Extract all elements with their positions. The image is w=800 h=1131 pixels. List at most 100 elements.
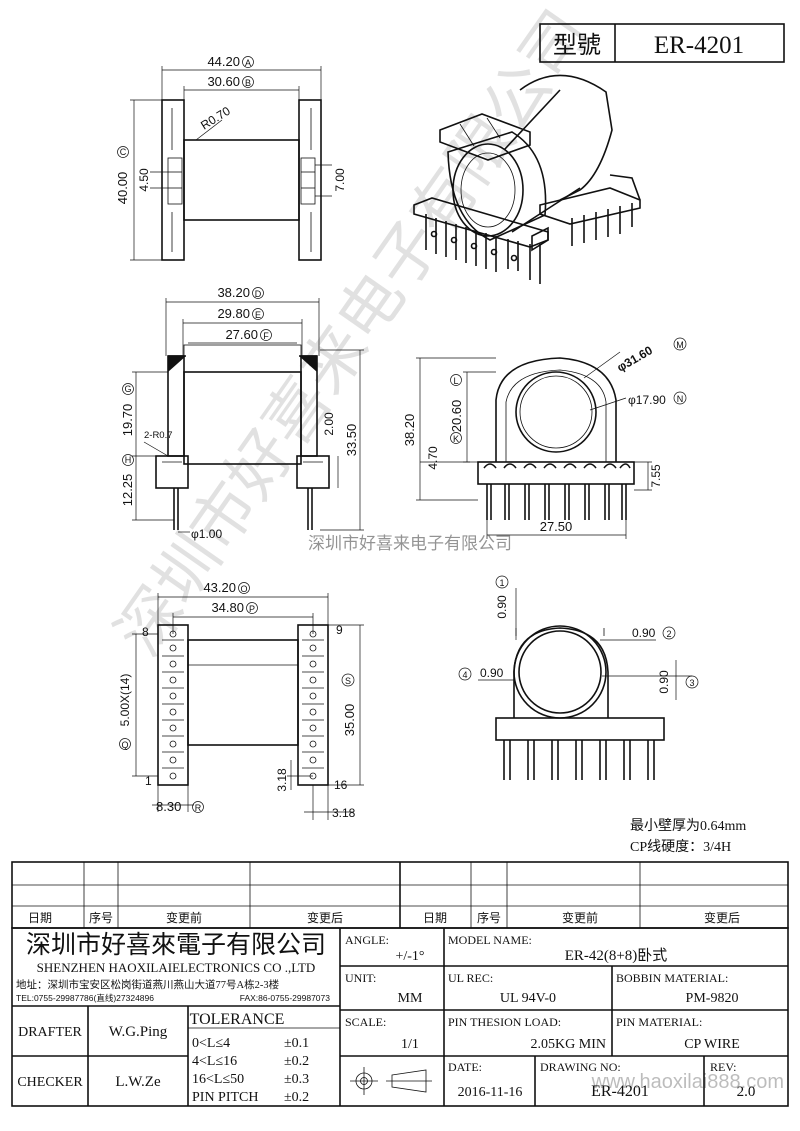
marker-a: A xyxy=(245,58,251,68)
dim-7-00: 7.00 xyxy=(333,168,347,192)
pin-16-label: 16 xyxy=(334,778,348,792)
dim-38-20: 38.20 xyxy=(217,285,250,300)
dim-35-00: 35.00 xyxy=(342,704,357,737)
rev-header-after-1: 变更后 xyxy=(307,910,343,925)
dim-8-30: 8.30 xyxy=(156,799,181,814)
marker-d: D xyxy=(255,289,262,299)
company-address: 地址：深圳市宝安区松岗街道燕川燕山大道77号A栋2-3楼 xyxy=(16,978,280,991)
pin-load-label: PIN THESION LOAD: xyxy=(448,1015,561,1029)
view-side: L 38.20 20.60 K 4.70 φ31.60 M φ17.90 N 7… xyxy=(402,337,687,539)
marker-p: P xyxy=(249,604,255,614)
dim-3-18-a: 3.18 xyxy=(275,768,289,792)
date-value: 2016-11-16 xyxy=(458,1085,523,1100)
tol-range-2: 4<L≤16 xyxy=(192,1054,237,1069)
dim-27-60: 27.60 xyxy=(225,327,258,342)
marker-n: N xyxy=(677,394,684,404)
dim-33-50: 33.50 xyxy=(344,424,359,457)
marker-h: H xyxy=(125,455,132,465)
tol-range-3: 16<L≤50 xyxy=(192,1072,244,1087)
drafter-name: W.G.Ping xyxy=(109,1024,168,1040)
view-wall: 1 0.90 0.90 2 4 0.90 0.90 3 xyxy=(458,575,699,780)
marker-s: S xyxy=(345,676,351,686)
drawing-value: ER-4201 xyxy=(591,1083,649,1100)
marker-e: E xyxy=(255,310,261,320)
rev-header-no-2: 序号 xyxy=(477,910,501,925)
marker-l: L xyxy=(453,376,458,386)
company-fax: FAX:86-0755-29987073 xyxy=(240,993,331,1003)
dim-2-00: 2.00 xyxy=(322,412,336,436)
dim-43-20: 43.20 xyxy=(203,580,236,595)
company-cn: 深圳市好喜來電子有限公司 xyxy=(26,931,326,959)
dim-29-80: 29.80 xyxy=(217,306,250,321)
model-label: MODEL NAME: xyxy=(448,933,532,947)
marker-circle-3: 3 xyxy=(689,678,694,688)
dim-27-50: 27.50 xyxy=(540,519,573,534)
pin-mat-value: CP WIRE xyxy=(684,1037,740,1052)
rev-header-date-2: 日期 xyxy=(423,911,447,925)
rev-header-after-2: 变更后 xyxy=(704,910,740,925)
view-top: 44.20 A 30.60 B R0.70 40.00 C 4.50 7.00 xyxy=(115,54,347,261)
dim-7-55: 7.55 xyxy=(649,464,663,488)
drawing-label: DRAWING NO: xyxy=(540,1060,621,1074)
dim-4-70: 4.70 xyxy=(426,446,440,470)
marker-q: Q xyxy=(121,740,128,750)
tol-val-3: ±0.3 xyxy=(284,1072,309,1087)
projection-symbol xyxy=(350,1067,432,1095)
pin-8-label: 8 xyxy=(142,625,149,639)
dim-3-18-b: 3.18 xyxy=(332,806,356,820)
bobbin-label: BOBBIN MATERIAL: xyxy=(616,971,728,985)
angle-label: ANGLE: xyxy=(345,933,389,947)
title-block: 深圳市好喜來電子有限公司 SHENZHEN HAOXILAIELECTRONIC… xyxy=(11,927,789,1107)
rev-header-before-2: 变更前 xyxy=(562,910,598,925)
header-model-value: ER-4201 xyxy=(654,32,744,59)
dim-12-25: 12.25 xyxy=(120,474,135,507)
pin-load-value: 2.05KG MIN xyxy=(531,1037,606,1052)
dim-20-60: 20.60 xyxy=(449,400,464,433)
dim-r0-70: R0.70 xyxy=(198,104,233,133)
tol-val-1: ±0.1 xyxy=(284,1036,309,1051)
view-front: 38.20 D 29.80 E 27.60 F G 19.70 2-R0.7 H… xyxy=(120,285,364,541)
website-watermark: www.haoxilai888.com xyxy=(591,1071,784,1093)
dim-pitch: 5.00X(14) xyxy=(118,674,132,727)
dim-0-90-b: 0.90 xyxy=(632,626,656,640)
revision-table: 日期 序号 变更前 变更后 日期 序号 变更前 变更后 xyxy=(11,861,789,929)
dim-40-00: 40.00 xyxy=(115,172,130,205)
checker-label: CHECKER xyxy=(17,1075,83,1090)
checker-name: L.W.Ze xyxy=(115,1074,161,1090)
marker-b: B xyxy=(245,78,251,88)
dim-0-90-c: 0.90 xyxy=(480,666,504,680)
pin-9-label: 9 xyxy=(336,623,343,637)
dim-dia-1-00: φ1.00 xyxy=(191,527,222,541)
dim-19-70: 19.70 xyxy=(120,404,135,437)
pin-1-label: 1 xyxy=(145,774,152,788)
marker-g: G xyxy=(124,384,131,394)
header-model-label: 型號 xyxy=(553,32,601,59)
bobbin-value: PM-9820 xyxy=(686,991,739,1006)
dim-dia-31-60: φ31.60 xyxy=(615,343,656,375)
marker-circle-4: 4 xyxy=(462,670,467,680)
dim-30-60: 30.60 xyxy=(207,74,240,89)
view-isometric xyxy=(413,74,641,284)
marker-r: R xyxy=(195,803,202,813)
date-label: DATE: xyxy=(448,1060,482,1074)
dim-44-20: 44.20 xyxy=(207,54,240,69)
rev-header-date-1: 日期 xyxy=(28,911,52,925)
ul-value: UL 94V-0 xyxy=(500,991,556,1006)
rev-value: 2.0 xyxy=(737,1084,756,1100)
unit-label: UNIT: xyxy=(345,971,376,985)
tol-range-1: 0<L≤4 xyxy=(192,1036,230,1051)
marker-m: M xyxy=(676,340,684,350)
marker-c: C xyxy=(120,147,127,157)
company-watermark-line: 深圳市好喜来电子有限公司 xyxy=(308,534,512,553)
dim-4-50: 4.50 xyxy=(137,168,151,192)
model-value: ER-42(8+8)卧式 xyxy=(565,947,668,964)
marker-f: F xyxy=(263,331,269,341)
unit-value: MM xyxy=(398,991,423,1006)
tol-range-4: PIN PITCH xyxy=(192,1090,259,1105)
company-en: SHENZHEN HAOXILAIELECTRONICS CO .,LTD xyxy=(37,960,316,975)
dim-38-20-side: 38.20 xyxy=(402,414,417,447)
dim-0-90-a: 0.90 xyxy=(495,595,509,619)
tol-val-4: ±0.2 xyxy=(284,1090,309,1105)
note-cp-hardness: CP线硬度：3/4H xyxy=(630,839,731,855)
